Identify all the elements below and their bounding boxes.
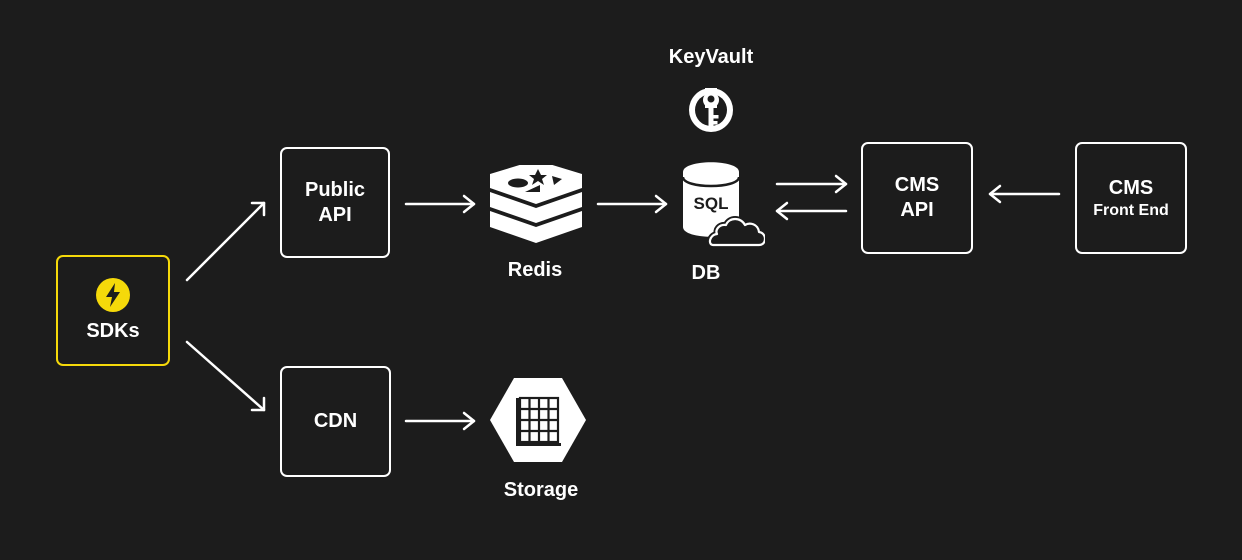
cms-api-label-line2: API [900, 199, 934, 221]
cdn-label: CDN [313, 410, 358, 432]
arrow-sdks-to-public-api [185, 201, 266, 282]
keyvault-label: KeyVault [668, 46, 754, 68]
lightning-bolt-icon [96, 278, 130, 312]
cms-front-end-label-line1: CMS [1108, 176, 1154, 199]
redis-icon [490, 165, 582, 243]
public-api-label-line1: Public [304, 178, 365, 201]
storage-icon [490, 378, 586, 462]
sdks-node: SDKs [56, 255, 170, 366]
cdn-node: CDN [280, 366, 391, 477]
db-label: DB [691, 262, 721, 284]
arrow-cdn-to-storage [404, 411, 476, 431]
cms-api-node: CMS API [861, 142, 973, 254]
storage-label: Storage [503, 479, 579, 501]
cms-front-end-label-line2: Front End [1093, 201, 1169, 219]
key-icon [689, 88, 733, 132]
arrow-cms-api-to-db [775, 201, 848, 221]
sdks-label: SDKs [86, 320, 140, 342]
cms-front-end-node: CMS Front End [1075, 142, 1187, 254]
cms-api-label-line1: CMS [894, 174, 940, 196]
sql-icon-text: SQL [694, 194, 729, 213]
public-api-node: Public API [280, 147, 390, 258]
redis-label: Redis [507, 259, 563, 281]
arrow-sdks-to-cdn [185, 340, 266, 412]
arrow-redis-to-db [596, 194, 668, 214]
public-api-label-line2: API [318, 203, 352, 226]
arrow-public-api-to-redis [404, 194, 476, 214]
arrow-cms-front-end-to-cms-api [988, 184, 1061, 204]
arrow-db-to-cms-api [775, 174, 848, 194]
sql-database-icon: SQL [681, 162, 765, 248]
